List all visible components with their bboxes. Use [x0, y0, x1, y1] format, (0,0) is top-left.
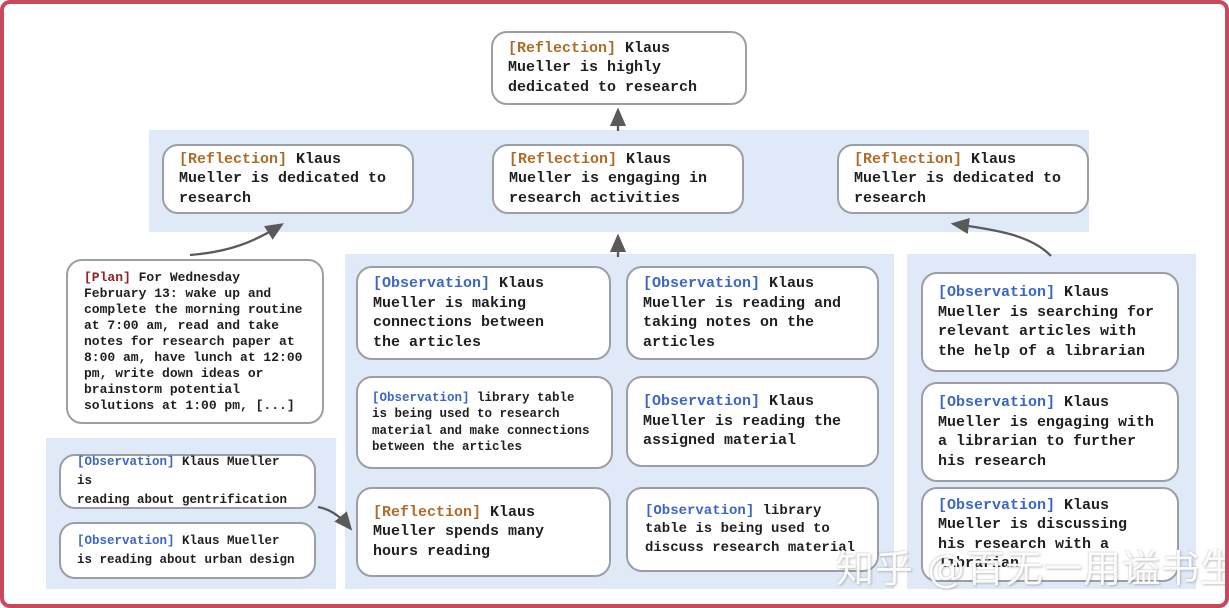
node-text: [Reflection] Klaus Mueller is dedicated …: [179, 150, 397, 209]
node-text: [Reflection] Klaus Mueller is dedicated …: [854, 150, 1072, 209]
node-body: library table is being used to research …: [372, 390, 590, 455]
watermark: 知乎 @百无一用谥书生: [836, 547, 1229, 591]
reflection-node-row2-right: [Reflection] Klaus Mueller is dedicated …: [837, 144, 1089, 214]
reflection-tag: [Reflection]: [509, 150, 618, 168]
node-body: Klaus Mueller is reading about urban des…: [77, 533, 295, 567]
reflection-tag: [Reflection]: [373, 503, 482, 521]
observation-tag: [Observation]: [643, 275, 761, 292]
reflection-node-row2-left: [Reflection] Klaus Mueller is dedicated …: [162, 144, 414, 214]
node-body: Klaus Mueller is engaging with a librari…: [938, 394, 1155, 470]
node-text: [Observation] Klaus Mueller is reading a…: [77, 532, 298, 570]
node-text: [Observation] library table is being use…: [645, 502, 860, 558]
node-text: [Observation] Klaus Mueller is reading a…: [77, 453, 298, 510]
plan-node: [Plan] For Wednesday February 13: wake u…: [66, 259, 324, 424]
node-body: Klaus Mueller is reading and taking note…: [643, 275, 842, 351]
reflection-tag: [Reflection]: [854, 150, 963, 168]
observation-tag: [Observation]: [373, 275, 491, 292]
node-body: Klaus Mueller is searching for relevant …: [938, 284, 1155, 360]
observation-node-assigned-material: [Observation] Klaus Mueller is reading t…: [626, 376, 879, 467]
node-body: Klaus Mueller is dedicated to research: [179, 150, 387, 207]
observation-node-taking-notes: [Observation] Klaus Mueller is reading a…: [626, 266, 879, 360]
node-body: Klaus Mueller is dedicated to research: [854, 150, 1062, 207]
observation-node-discussing-librarian: [Observation] Klaus Mueller is discussin…: [921, 487, 1179, 582]
reflection-node-row2-middle: [Reflection] Klaus Mueller is engaging i…: [492, 144, 744, 214]
node-text: [Observation] Klaus Mueller is engaging …: [938, 393, 1162, 471]
reflection-tag: [Reflection]: [179, 150, 288, 168]
node-text: [Reflection] Klaus Mueller is highly ded…: [508, 39, 730, 98]
reflection-node-top: [Reflection] Klaus Mueller is highly ded…: [491, 31, 747, 105]
observation-node-engaging-librarian: [Observation] Klaus Mueller is engaging …: [921, 382, 1179, 482]
observation-node-gentrification: [Observation] Klaus Mueller is reading a…: [59, 454, 316, 509]
node-body: Klaus Mueller is making connections betw…: [373, 275, 545, 351]
observation-tag: [Observation]: [372, 390, 470, 405]
node-text: [Observation] Klaus Mueller is reading a…: [643, 274, 862, 352]
observation-node-making-connections: [Observation] Klaus Mueller is making co…: [356, 266, 611, 360]
node-body: Klaus Mueller is highly dedicated to res…: [508, 39, 698, 96]
node-text: [Reflection] Klaus Mueller spends many h…: [373, 503, 594, 562]
node-body: Klaus Mueller is reading about gentrific…: [77, 455, 288, 507]
reflection-node-hours-reading: [Reflection] Klaus Mueller spends many h…: [356, 487, 611, 577]
node-text: [Observation] Klaus Mueller is discussin…: [938, 496, 1162, 574]
observation-node-searching-articles: [Observation] Klaus Mueller is searching…: [921, 272, 1179, 372]
plan-tag: [Plan]: [84, 269, 131, 285]
node-body: Klaus Mueller is reading the assigned ma…: [643, 393, 842, 450]
observation-node-library-table-discuss: [Observation] library table is being use…: [626, 487, 879, 572]
node-text: [Plan] For Wednesday February 13: wake u…: [84, 270, 306, 414]
observation-tag: [Observation]: [938, 284, 1056, 301]
observation-node-urban-design: [Observation] Klaus Mueller is reading a…: [59, 522, 316, 579]
node-body: For Wednesday February 13: wake up and c…: [84, 269, 303, 413]
reflection-tag: [Reflection]: [508, 39, 617, 57]
observation-tag: [Observation]: [77, 533, 175, 548]
node-text: [Observation] Klaus Mueller is reading t…: [643, 392, 862, 451]
node-body: Klaus Mueller spends many hours reading: [373, 503, 545, 560]
observation-tag: [Observation]: [643, 393, 761, 411]
node-text: [Observation] Klaus Mueller is searching…: [938, 283, 1162, 361]
node-body: Klaus Mueller is engaging in research ac…: [509, 150, 708, 207]
node-body: Klaus Mueller is discussing his research…: [938, 496, 1128, 573]
observation-tag: [Observation]: [77, 455, 175, 469]
node-body: library table is being used to discuss r…: [645, 502, 856, 556]
node-text: [Reflection] Klaus Mueller is engaging i…: [509, 150, 727, 209]
observation-tag: [Observation]: [645, 502, 755, 519]
node-text: [Observation] library table is being use…: [372, 390, 597, 456]
observation-tag: [Observation]: [938, 496, 1056, 514]
node-text: [Observation] Klaus Mueller is making co…: [373, 274, 594, 352]
observation-tag: [Observation]: [938, 394, 1056, 411]
observation-node-library-table-research: [Observation] library table is being use…: [356, 376, 613, 469]
